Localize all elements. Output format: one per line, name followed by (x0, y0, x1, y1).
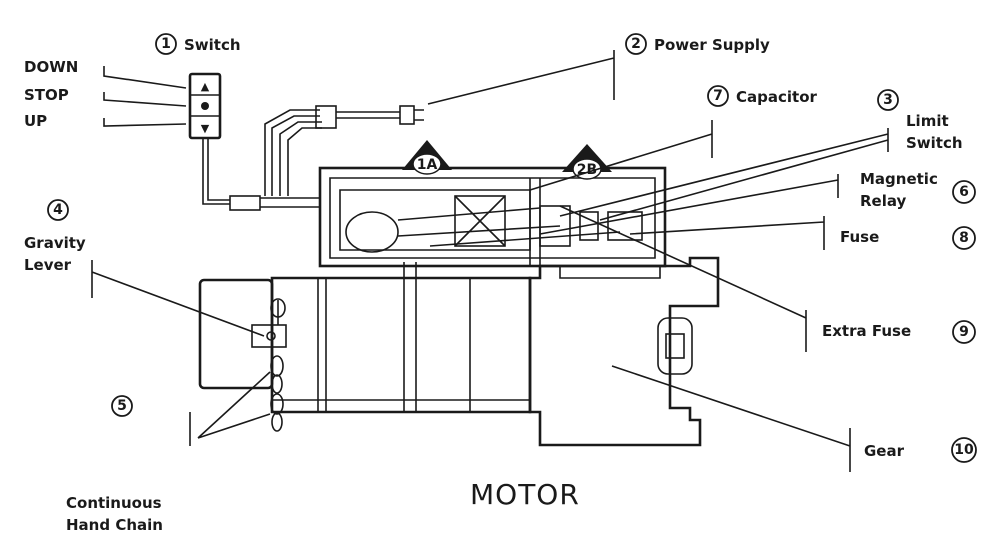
switch-label-up: UP (24, 112, 47, 130)
callout-gear: Gear 10 (611, 365, 977, 472)
svg-text:Power Supply: Power Supply (654, 36, 770, 54)
callout-capacitor: 7 Capacitor (529, 85, 817, 191)
svg-text:3: 3 (883, 92, 893, 108)
svg-text:Limit: Limit (906, 112, 949, 130)
svg-text:Hand Chain: Hand Chain (66, 516, 163, 534)
power-plug (399, 105, 415, 125)
switch-label-stop: STOP (24, 86, 69, 104)
svg-text:Continuous: Continuous (66, 494, 162, 512)
gear-housing (528, 256, 720, 447)
callout-continuous-hand-chain: 5 Continuous Hand Chain (66, 371, 271, 534)
svg-text:Magnetic: Magnetic (860, 170, 938, 188)
arrow-down-icon: ▼ (201, 122, 210, 135)
callout-extra-fuse: Extra Fuse 9 (559, 205, 976, 352)
motor-cylinder (270, 276, 532, 414)
svg-text:Gravity: Gravity (24, 234, 86, 252)
callout-fuse: Fuse 8 (629, 216, 976, 250)
gravity-lever-bracket (251, 324, 287, 348)
hand-chain (270, 355, 284, 432)
svg-text:Lever: Lever (24, 256, 72, 274)
svg-text:Gear: Gear (864, 442, 905, 460)
section-marker-2b: 2B (562, 144, 612, 180)
svg-text:Fuse: Fuse (840, 228, 879, 246)
svg-text:5: 5 (117, 398, 127, 414)
svg-text:4: 4 (53, 202, 63, 218)
switch-pendant: ▲ ▼ (188, 72, 222, 140)
svg-text:Relay: Relay (860, 192, 907, 210)
capacitor-body (345, 211, 399, 253)
control-box (318, 166, 667, 268)
gear-knob (657, 317, 693, 375)
callout-power-supply: 2 Power Supply (427, 33, 770, 105)
callout-gravity-lever: 4 Gravity Lever (24, 199, 265, 337)
motor-body (198, 166, 720, 447)
svg-text:Switch: Switch (184, 36, 241, 54)
svg-text:Extra Fuse: Extra Fuse (822, 322, 911, 340)
svg-text:1: 1 (161, 36, 171, 52)
svg-text:10: 10 (954, 442, 974, 458)
stop-dot-icon (201, 102, 209, 110)
section-marker-1a: 1A (402, 140, 452, 175)
svg-text:8: 8 (959, 230, 969, 246)
callout-magnetic-relay: Magnetic Relay 6 (539, 170, 976, 235)
callout-limit-switch: 3 Limit Switch (559, 89, 963, 221)
svg-text:6: 6 (959, 184, 969, 200)
svg-text:1A: 1A (417, 157, 438, 173)
end-cap (198, 278, 274, 390)
svg-text:Capacitor: Capacitor (736, 88, 817, 106)
svg-text:7: 7 (713, 88, 723, 104)
relay-block (454, 195, 506, 247)
callout-switch: 1 Switch (155, 33, 241, 55)
svg-text:2: 2 (631, 36, 641, 52)
svg-text:9: 9 (959, 324, 969, 340)
diagram-title: MOTOR (470, 478, 580, 511)
arrow-up-icon: ▲ (201, 80, 210, 93)
svg-text:Switch: Switch (906, 134, 963, 152)
switch-label-down: DOWN (24, 58, 78, 76)
